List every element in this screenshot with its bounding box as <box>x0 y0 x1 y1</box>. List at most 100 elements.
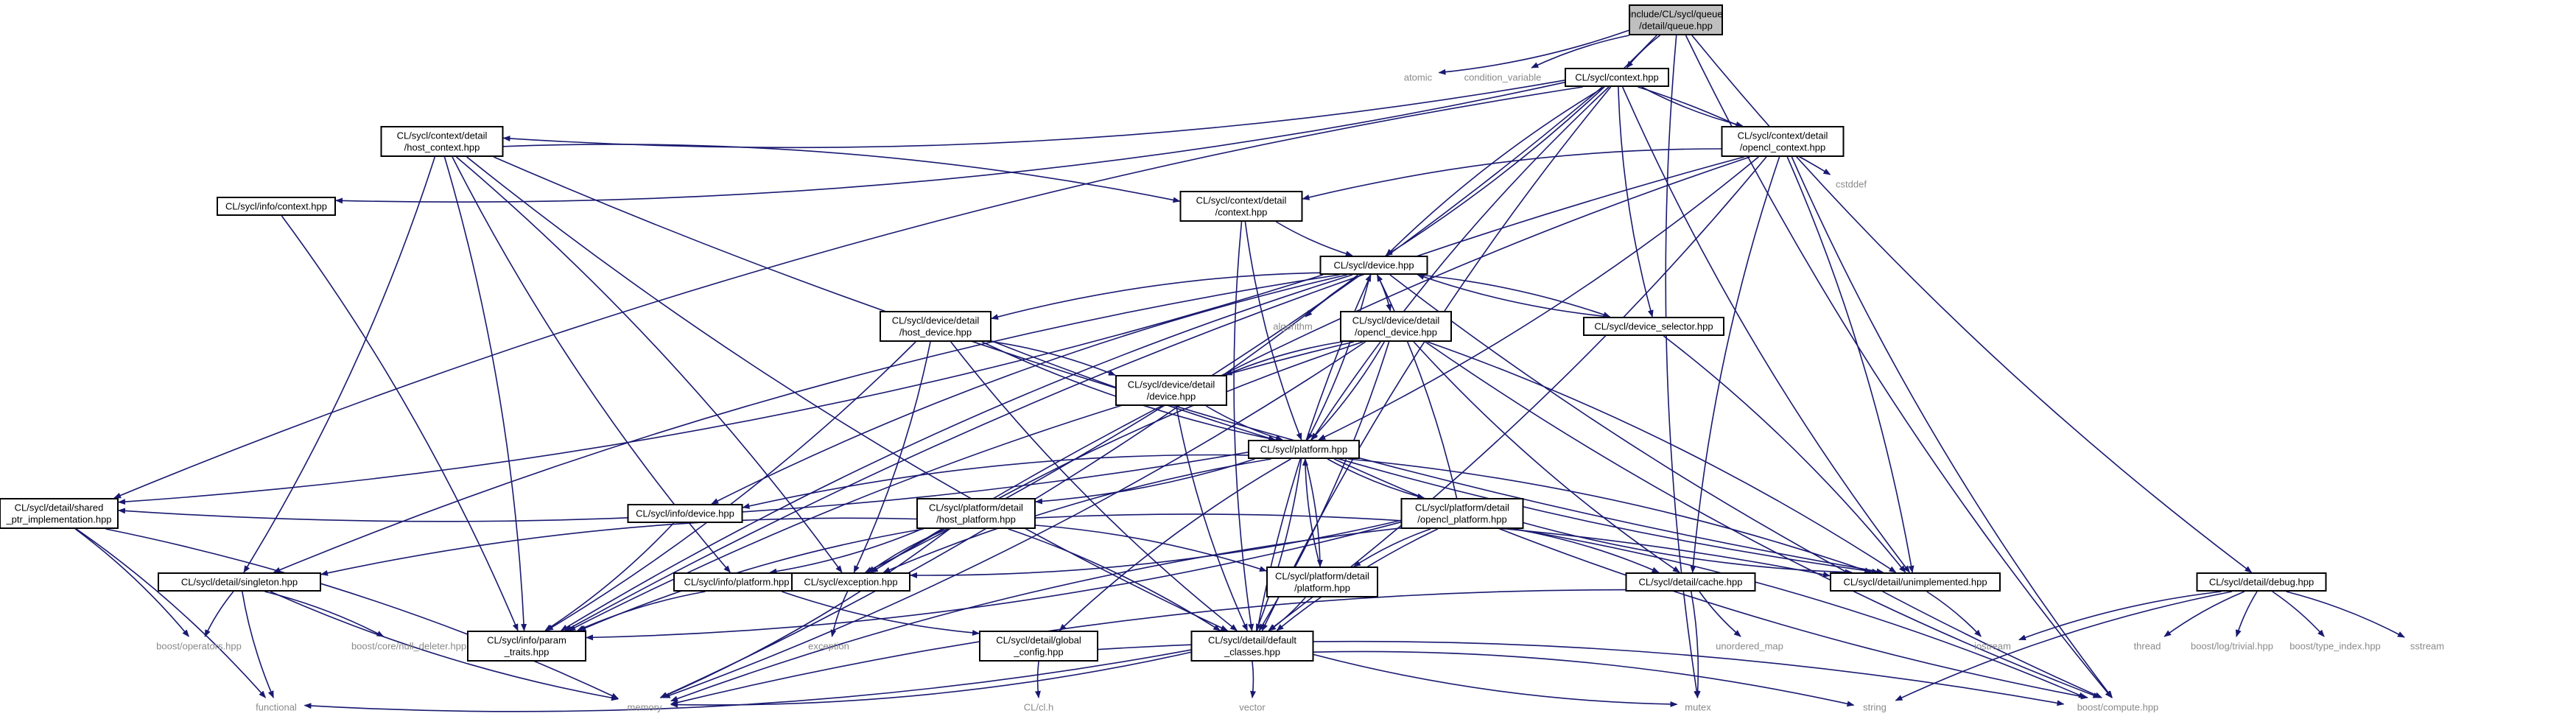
node-box <box>791 572 910 592</box>
edge-infoplat-to-paramtraits <box>576 591 706 631</box>
node-oclctx[interactable]: CL/sycl/context/detail/opencl_context.hp… <box>1721 126 1845 157</box>
edge-platform-to-platdetail <box>1305 458 1323 567</box>
edge-platdetail-to-platform <box>1302 458 1321 567</box>
edge-device-to-paramtraits <box>560 274 1353 631</box>
node-box <box>380 126 504 157</box>
node-hostctx[interactable]: CL/sycl/context/detail/host_context.hpp <box>380 126 504 157</box>
node-infoplat[interactable]: CL/sycl/info/platform.hpp <box>673 572 800 592</box>
node-shared[interactable]: CL/sycl/detail/shared_ptr_implementation… <box>0 498 119 529</box>
node-devdetail[interactable]: CL/sycl/device/detail/device.hpp <box>1115 375 1227 406</box>
edge-defclasses-to-mutex <box>1313 653 1678 707</box>
node-label: exception <box>808 641 849 652</box>
edge-ocldev-to-compute <box>1425 341 2101 698</box>
node-context[interactable]: CL/sycl/context.hpp <box>1565 68 1669 87</box>
edge-defclasses-to-string <box>1313 650 1855 707</box>
edge-defclasses-to-memory <box>670 651 1191 708</box>
node-device[interactable]: CL/sycl/device.hpp <box>1319 256 1428 275</box>
node-box <box>217 197 336 216</box>
node-functional: functional <box>256 702 297 713</box>
node-box <box>1319 256 1428 275</box>
node-hostdev[interactable]: CL/sycl/device/detail/host_device.hpp <box>880 311 992 342</box>
node-defclasses[interactable]: CL/sycl/detail/default_classes.hpp <box>1190 631 1314 662</box>
node-root[interactable]: include/CL/sycl/queue/detail/queue.hpp <box>1629 4 1723 35</box>
edge-shared-to-memory <box>105 528 619 699</box>
edge-platform-to-defclasses <box>1255 458 1302 631</box>
node-box <box>1115 375 1227 406</box>
node-label: /opencl_platform.hpp <box>1417 514 1506 525</box>
node-condvar: condition_variable <box>1464 72 1542 83</box>
node-infoctx[interactable]: CL/sycl/info/context.hpp <box>217 197 336 216</box>
node-box <box>880 311 992 342</box>
node-label: CL/sycl/info/context.hpp <box>225 201 327 212</box>
node-unimpl[interactable]: CL/sycl/detail/unimplemented.hpp <box>1830 572 2001 592</box>
edge-ocldev-to-unimpl <box>1427 341 1897 573</box>
node-label: cstddef <box>1836 179 1867 190</box>
node-box <box>1721 126 1845 157</box>
node-boostops: boost/operators.hpp <box>156 641 242 652</box>
node-debug[interactable]: CL/sycl/detail/debug.hpp <box>2196 572 2327 592</box>
node-label: boost/type_index.hpp <box>2289 641 2381 652</box>
edge-oclplat-to-cache <box>1513 528 1660 573</box>
edge-device-to-compute <box>1389 274 2103 698</box>
node-platform[interactable]: CL/sycl/platform.hpp <box>1248 440 1360 459</box>
node-layer: include/CL/sycl/queue/detail/queue.hppat… <box>0 4 2444 713</box>
edge-platform-to-hostplat <box>1035 458 1255 505</box>
edge-ctxdetail-to-defclasses <box>1233 221 1254 631</box>
node-devsel[interactable]: CL/sycl/device_selector.hpp <box>1583 317 1724 336</box>
node-label: CL/sycl/device/detail <box>892 315 980 326</box>
edge-hostdev-to-paramtraits <box>546 341 916 631</box>
node-label: condition_variable <box>1464 72 1542 83</box>
edge-hostplat-to-exception <box>867 528 948 573</box>
edge-globalcfg-to-cl <box>1034 661 1041 698</box>
edge-oclplat-to-unimpl <box>1523 522 1853 575</box>
edge-context-to-device <box>1386 86 1605 256</box>
node-label: _ptr_implementation.hpp <box>5 514 111 525</box>
node-label: CL/sycl/info/device.hpp <box>636 508 734 519</box>
node-platdetail[interactable]: CL/sycl/platform/detail/platform.hpp <box>1266 567 1378 597</box>
node-label: /platform.hpp <box>1294 583 1350 594</box>
node-singleton[interactable]: CL/sycl/detail/singleton.hpp <box>158 572 321 592</box>
node-box <box>1830 572 2001 592</box>
node-label: /detail/queue.hpp <box>1639 21 1713 32</box>
node-hostplat[interactable]: CL/sycl/platform/detail/host_platform.hp… <box>916 498 1036 529</box>
edge-oclplat-to-platdetail <box>1353 528 1431 567</box>
node-paramtraits[interactable]: CL/sycl/info/param_traits.hpp <box>467 631 586 662</box>
node-cl: CL/cl.h <box>1024 702 1053 713</box>
edge-context-to-hostctx <box>502 80 1565 149</box>
node-exception[interactable]: CL/sycl/exception.hpp <box>791 572 910 592</box>
edge-debug-to-iostream <box>2018 591 2222 641</box>
edge-device-to-devsel <box>1417 274 1611 318</box>
edge-ctxdetail-to-platform <box>1244 221 1302 441</box>
node-globalcfg[interactable]: CL/sycl/detail/global_config.hpp <box>979 631 1098 662</box>
node-label: CL/sycl/context.hpp <box>1575 72 1658 83</box>
edge-singleton-to-boostops <box>204 591 234 637</box>
node-label: CL/sycl/context/detail <box>397 130 488 141</box>
node-label: CL/sycl/info/param <box>487 635 566 646</box>
edge-hostplat-to-singleton <box>320 517 917 576</box>
edge-root-to-condvar <box>1531 35 1629 69</box>
node-label: boost/core/null_deleter.hpp <box>351 641 466 652</box>
node-infodev[interactable]: CL/sycl/info/device.hpp <box>627 504 743 523</box>
node-label: vector <box>1239 702 1266 713</box>
node-algorithm: algorithm <box>1273 321 1312 332</box>
edge-platform-to-unimpl <box>1347 458 1873 573</box>
node-thread: thread <box>2134 641 2161 652</box>
node-ocldev[interactable]: CL/sycl/device/detail/opencl_device.hpp <box>1340 311 1452 342</box>
node-vector: vector <box>1239 702 1266 713</box>
edge-hostplat-to-infoplat <box>769 528 922 575</box>
edge-hostctx-to-defclasses <box>466 156 1229 631</box>
edge-oclctx-to-compute <box>1791 156 2113 698</box>
node-oclplat[interactable]: CL/sycl/platform/detail/opencl_platform.… <box>1400 498 1524 529</box>
edge-device-to-shared <box>118 274 1324 505</box>
edge-platdetail-to-defclasses <box>1268 597 1306 631</box>
edge-root-to-atomic <box>1438 29 1629 75</box>
node-string: string <box>1863 702 1887 713</box>
node-box <box>1266 567 1378 597</box>
node-label: CL/sycl/info/platform.hpp <box>684 577 789 588</box>
edge-cache-to-memory <box>670 589 1626 706</box>
node-label: CL/sycl/detail/global <box>996 635 1081 646</box>
node-cache[interactable]: CL/sycl/detail/cache.hpp <box>1625 572 1756 592</box>
edge-devsel-to-unimpl <box>1663 335 1906 573</box>
node-ctxdetail[interactable]: CL/sycl/context/detail/context.hpp <box>1179 191 1303 222</box>
